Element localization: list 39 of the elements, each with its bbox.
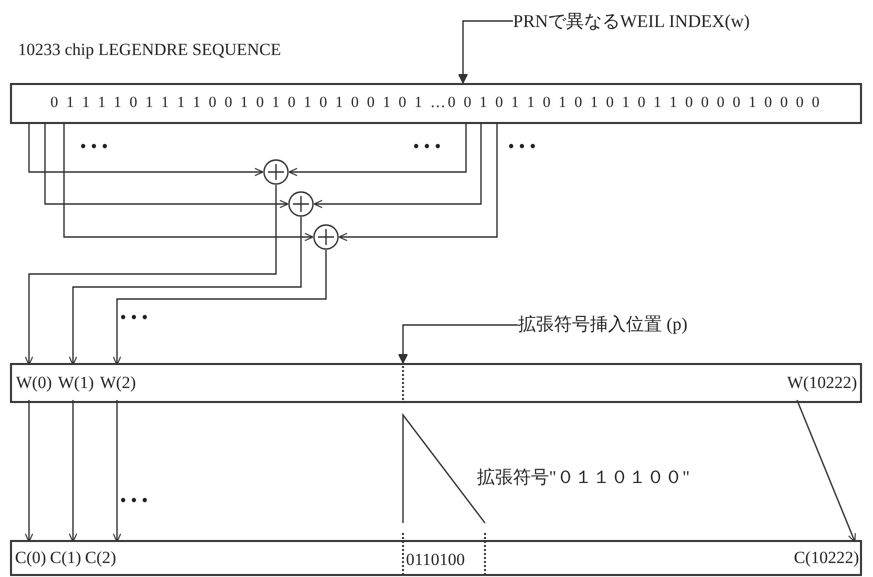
- callout-text: 拡張符号挿入位置 (p): [518, 311, 818, 337]
- inserted-code: 0110100: [406, 544, 482, 575]
- arrow: [44, 124, 289, 208]
- arrow: [338, 124, 498, 242]
- arrow: [398, 324, 518, 364]
- chip-label: C(2): [85, 542, 120, 573]
- chip-label: C(10222): [777, 542, 859, 573]
- ellipsis-dots: • • •: [508, 136, 536, 157]
- arrow: [458, 20, 513, 84]
- arrow: [112, 400, 122, 543]
- chip-label: W(1): [58, 365, 100, 400]
- arrow: [68, 217, 302, 366]
- chip-label: W(0): [16, 365, 58, 400]
- callout-text: PRNで異なるWEIL INDEX(w): [513, 8, 863, 34]
- arrow: [68, 400, 78, 543]
- code-bar: [10, 540, 862, 576]
- arrow: [796, 400, 856, 543]
- xor-symbol: [288, 191, 314, 217]
- arrow: [24, 185, 277, 366]
- sequence-bar: 0 1 1 1 1 0 1 1 1 1 0 0 1 0 1 0 1 0 1 0 0 1 0 1 …0 0 1 0 1 1 0 1 0 1 0 1 0 1 1 0 0 0 0 1 0 0 0 0: [10, 83, 862, 124]
- arrow: [63, 124, 314, 242]
- arrow: [288, 124, 467, 176]
- annotation-text: 拡張符号"０１１０１００": [477, 466, 690, 489]
- code-bar: [10, 363, 862, 403]
- ellipsis-dots: • • •: [413, 136, 441, 157]
- chip-label: W(2): [100, 365, 142, 400]
- arrow: [28, 124, 264, 176]
- ellipsis-dots: • • •: [120, 307, 148, 328]
- arrow: [24, 400, 34, 543]
- chip-label: W(10222): [775, 365, 857, 400]
- ellipsis-dots: • • •: [80, 136, 108, 157]
- xor-symbol: [263, 159, 289, 185]
- chip-label: C(1): [50, 542, 85, 573]
- arrow: [112, 250, 327, 366]
- sequence-title: 10233 chip LEGENDRE SEQUENCE: [18, 40, 282, 60]
- ellipsis-dots: • • •: [120, 490, 148, 511]
- xor-symbol: [313, 224, 339, 250]
- arrow: [313, 124, 482, 208]
- chip-label: C(0): [15, 542, 50, 573]
